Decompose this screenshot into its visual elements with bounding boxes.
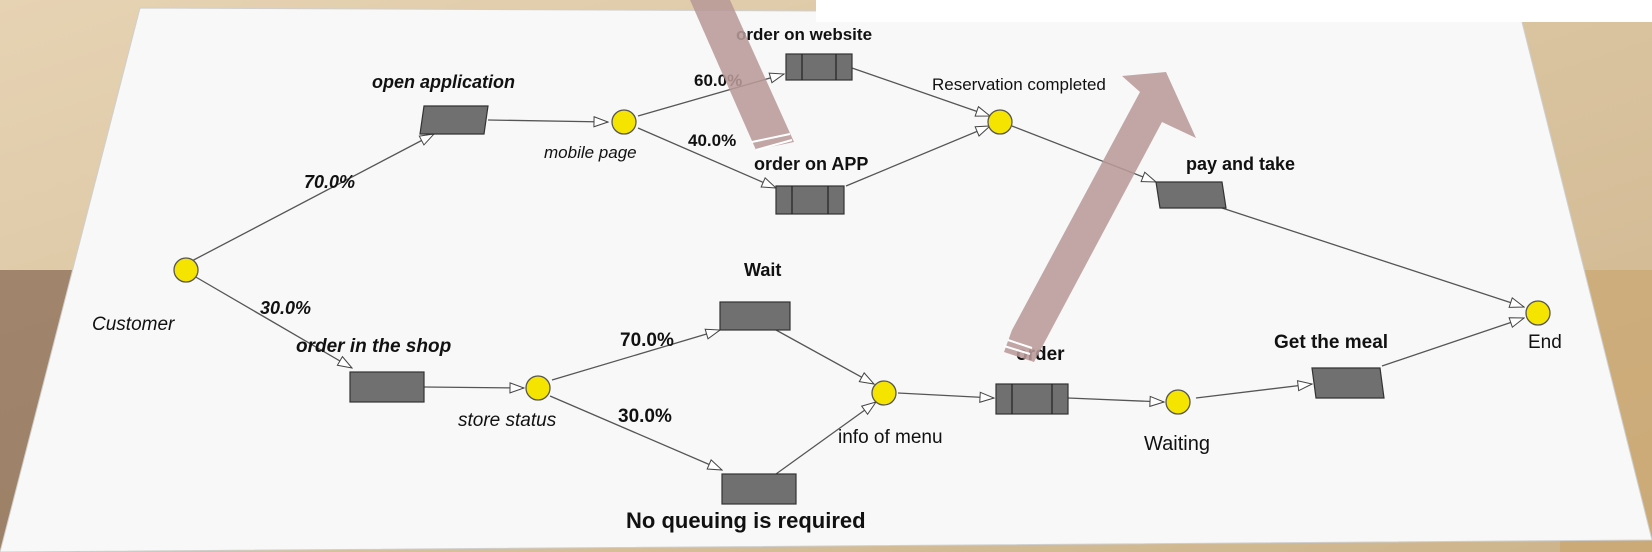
label-mobile-page: mobile page	[544, 143, 637, 162]
transition-wait	[719, 301, 791, 331]
edge-wait-menu	[775, 329, 874, 384]
edge-openapp-mobile	[487, 120, 608, 122]
transition-order	[995, 383, 1069, 415]
label-order-website: order on website	[736, 25, 872, 44]
overlay-arrow-up	[1004, 72, 1196, 362]
label-no-queuing: No queuing is required	[626, 508, 866, 533]
label-get-meal: Get the meal	[1274, 332, 1388, 353]
label-order-app: order on APP	[754, 154, 868, 174]
edge-store-wait	[551, 330, 720, 381]
transition-open-application	[419, 105, 489, 135]
place-reservation-completed	[987, 109, 1013, 135]
transition-order-website	[785, 53, 853, 81]
label-wait: Wait	[744, 260, 781, 280]
label-info-of-menu: info of menu	[838, 427, 943, 448]
edge-shop-store	[423, 387, 524, 388]
prob-open-application: 70.0%	[304, 172, 355, 192]
transition-order-app	[775, 185, 845, 215]
diagram-panel	[0, 7, 1652, 552]
transition-no-queuing	[721, 473, 797, 505]
edge-waiting-meal	[1195, 384, 1312, 399]
label-end: End	[1528, 332, 1562, 353]
edge-start-shop	[193, 275, 352, 368]
edges	[185, 67, 1524, 475]
edge-mobile-app	[637, 127, 776, 189]
edge-meal-end	[1381, 318, 1524, 367]
prob-order-app: 40.0%	[688, 131, 736, 150]
label-order-shop: order in the shop	[296, 336, 451, 357]
label-reservation-completed: Reservation completed	[932, 75, 1106, 94]
edge-app-reserve	[845, 125, 990, 187]
transition-pay-and-take	[1155, 181, 1227, 209]
label-waiting: Waiting	[1144, 433, 1210, 455]
label-customer: Customer	[92, 314, 175, 335]
edge-noqueue-menu	[775, 402, 876, 475]
place-end	[1525, 300, 1551, 326]
label-pay-and-take: pay and take	[1186, 154, 1295, 174]
transition-get-meal	[1311, 367, 1385, 399]
edge-start-openapp	[185, 134, 434, 265]
transition-order-shop	[349, 371, 425, 403]
prob-order-shop: 30.0%	[260, 298, 311, 318]
prob-no-queuing: 30.0%	[618, 406, 672, 427]
place-mobile-page	[611, 109, 637, 135]
edge-menu-order	[897, 393, 994, 398]
prob-wait: 70.0%	[620, 330, 674, 351]
edge-pay-end	[1221, 207, 1524, 307]
place-customer	[173, 257, 199, 283]
place-store-status	[525, 375, 551, 401]
place-waiting	[1165, 389, 1191, 415]
edge-web-reserve	[851, 67, 990, 116]
overlay-arrow-down	[690, 0, 794, 150]
edge-order-waiting	[1067, 398, 1164, 402]
label-open-application: open application	[372, 72, 515, 92]
place-info-of-menu	[871, 380, 897, 406]
edge-store-noqueue	[549, 395, 722, 471]
overlay-arrow-stripes	[751, 133, 1033, 355]
header-box	[816, 0, 1652, 22]
label-store-status: store status	[458, 410, 557, 431]
